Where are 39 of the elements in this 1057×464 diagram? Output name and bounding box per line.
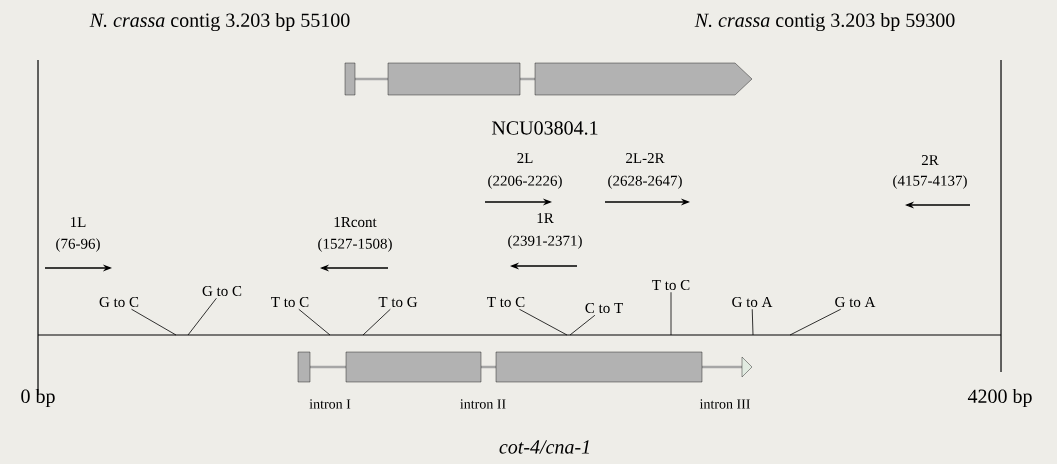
intron-label: intron II [460,399,506,409]
mutation-label: G to A [732,296,773,308]
mutation-label: G to C [99,296,139,308]
primer-position: (2206-2226) [488,175,562,189]
leader-line [789,308,842,336]
intron-label: intron I [309,399,351,409]
mutation-label: C to T [585,302,623,314]
leader-line [362,308,391,336]
scale-label: 4200 bp [967,388,1032,408]
leader-line [187,297,217,336]
primer-position: (4157-4137) [893,175,967,189]
leader-line [569,314,596,336]
gene-name: cot-4/cna-1 [499,440,589,454]
primer-position: (1527-1508) [318,238,392,252]
mutation-label: T to G [378,296,418,308]
leader-line [751,308,754,336]
mutation-label: G to C [202,285,242,297]
primer-name: 1L [71,217,86,227]
primer-name: 2L-2R [626,153,665,163]
leader-line [298,308,331,336]
primer-position: (76-96) [56,238,100,252]
mutation-label: T to C [487,296,525,308]
primer-position: (2628-2647) [608,175,682,189]
primer-position: (2391-2371) [508,235,582,249]
intron-label: intron III [699,399,750,409]
leader-line [519,308,568,336]
primer-name: 1Rcont [334,217,377,227]
scale-label: 0 bp [21,388,55,408]
mutation-label: T to C [271,296,309,308]
leader-line [670,291,672,336]
mutation-label: T to C [652,279,690,291]
mutation-label: G to A [835,296,876,308]
primer-name: 1R [537,213,554,223]
heading-label: N. crassa contig 3.203 bp 55100 [89,12,350,32]
primer-name: 2R [921,155,939,165]
primer-name: 2L [517,153,533,163]
gene-name: NCU03804.1 [491,121,598,135]
leader-line [131,308,177,336]
heading-label: N. crassa contig 3.203 bp 59300 [694,12,955,32]
